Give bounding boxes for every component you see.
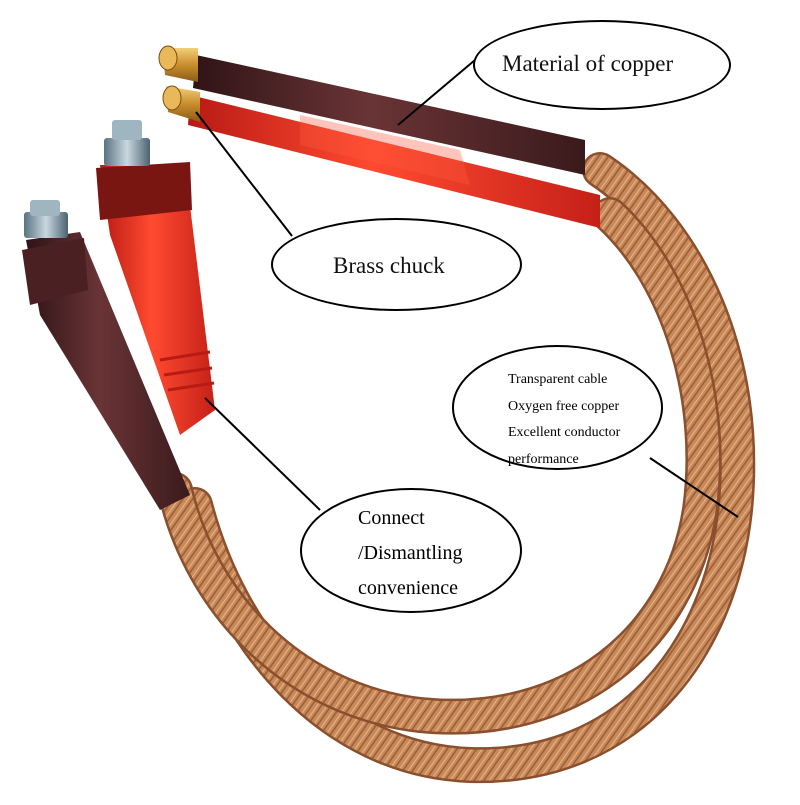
callout-connect-line: Connect [358, 507, 425, 529]
callout-transparent-cable: Transparent cable Oxygen free copper Exc… [452, 345, 663, 470]
callout-cable-lines: Transparent cable Oxygen free copper Exc… [508, 367, 620, 473]
callout-cable-line: Oxygen free copper [508, 398, 620, 414]
welding-plug-icon-brown [22, 200, 190, 510]
brass-chuck-icon [158, 45, 200, 122]
leader-line-material [397, 59, 476, 126]
callout-cable-line: performance [508, 451, 579, 467]
leader-line-brass [195, 111, 293, 237]
copper-cable-inner [157, 197, 722, 735]
callout-material: Material of copper [473, 20, 731, 110]
callout-brass-chuck: Brass chuck [271, 218, 522, 311]
callout-material-text: Material of copper [502, 51, 674, 76]
callout-cable-line: Excellent conductor [508, 425, 621, 440]
callout-brass-text: Brass chuck [333, 253, 445, 278]
leader-line-cable [649, 457, 739, 518]
callout-connect-lines: Connect /Dismantling convenience [358, 501, 462, 606]
callout-connect-dismantling: Connect /Dismantling convenience [300, 488, 522, 613]
callout-connect-line: /Dismantling [358, 542, 463, 564]
welding-plug-icon-red [96, 120, 215, 435]
red-insulation-sleeve [188, 95, 600, 228]
leader-line-connect [204, 397, 321, 511]
callout-connect-line: convenience [358, 577, 458, 599]
dark-insulation-sleeve [193, 55, 585, 175]
callout-cable-line: Transparent cable [508, 372, 608, 387]
